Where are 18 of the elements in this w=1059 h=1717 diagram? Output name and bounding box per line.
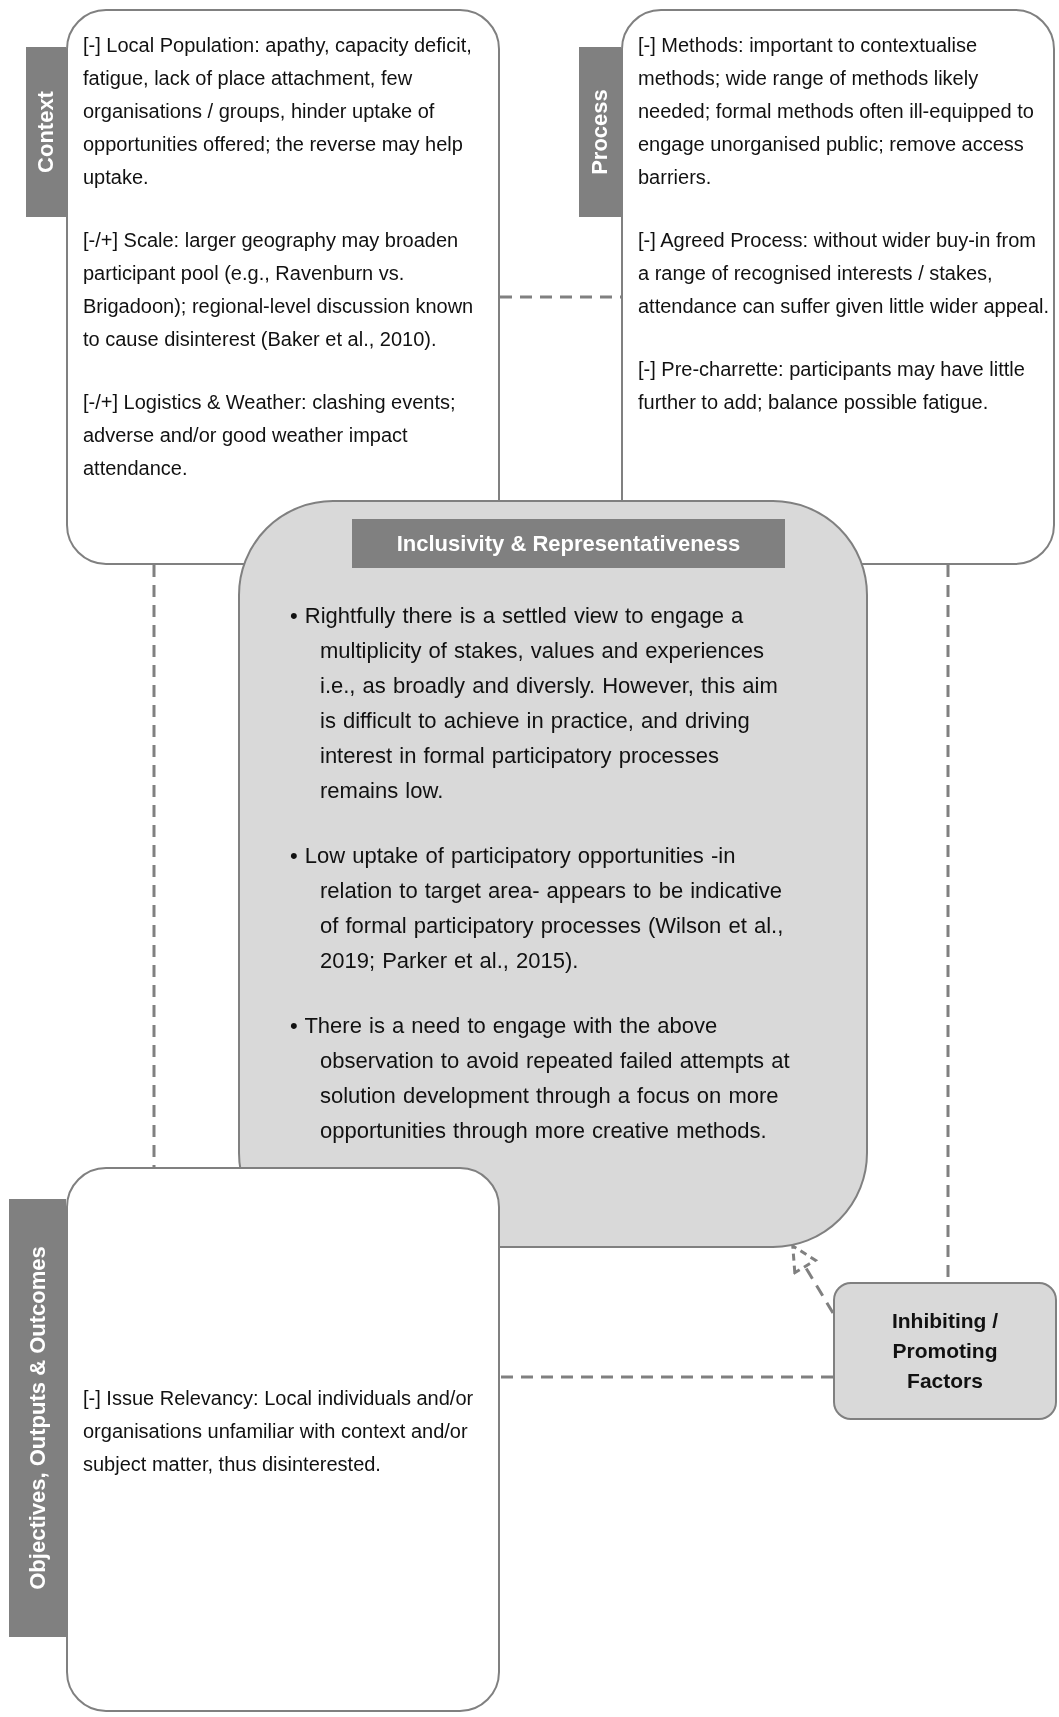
dashed-arrow bbox=[791, 1244, 835, 1314]
dashed-connector bbox=[500, 1375, 833, 1379]
factor-text: [-/+] Scale: larger geography may broaden participant pool (e.g., Ravenburn vs. Brigadoon); regional-level discussion known to cause disinterest (Baker et al., 2010). bbox=[83, 228, 475, 352]
factor-text: [-] Pre-charrette: participants may have little further to add; balance possible fatigue. bbox=[638, 357, 1026, 415]
bullet-point: • Low uptake of participatory opportunities -in relation to target area- appears to be indicative of formal participatory processes (Wilson et al., 2019; Parker et al., 2015). bbox=[290, 842, 785, 975]
section-heading: Process bbox=[587, 89, 613, 175]
factor-label: Inhibiting / Promoting Factors bbox=[890, 1308, 1000, 1394]
panel-title: Inclusivity & Representativeness bbox=[352, 519, 785, 568]
section-heading: Objectives, Outputs & Outcomes bbox=[24, 1246, 51, 1590]
factor-text: [-/+] Logistics & Weather: clashing events; adverse and/or good weather impact attendance. bbox=[83, 390, 457, 481]
factor-text: [-] Agreed Process: without wider buy-in from a range of recognised interests / stakes, attendance can suffer given little wider appeal. bbox=[638, 228, 1050, 319]
factor-text: [-] Methods: important to contextualise methods; wide range of methods likely needed; formal methods often ill-equipped to engage unorganised public; remove access barriers. bbox=[638, 33, 1035, 190]
section-heading: Context bbox=[33, 91, 59, 173]
factor-text: [-] Local Population: apathy, capacity deficit, fatigue, lack of place attachment, few organisations / groups, hinder uptake of opportunities offered; the reverse may help uptake. bbox=[83, 33, 473, 190]
bullet-point: • There is a need to engage with the above observation to avoid repeated failed attempts at solution development through a focus on more opportunities through more creative methods. bbox=[290, 1012, 791, 1145]
factor-text: [-] Issue Relevancy: Local individuals and/or organisations unfamiliar with context and/or subject matter, thus disinterested. bbox=[83, 1386, 475, 1477]
dashed-connector bbox=[152, 565, 156, 1167]
bullet-point: • Rightfully there is a settled view to engage a multiplicity of stakes, values and experiences i.e., as broadly and diversly. However, this aim is difficult to achieve in practice, and driving interest in formal participatory processes remains low. bbox=[290, 602, 779, 805]
